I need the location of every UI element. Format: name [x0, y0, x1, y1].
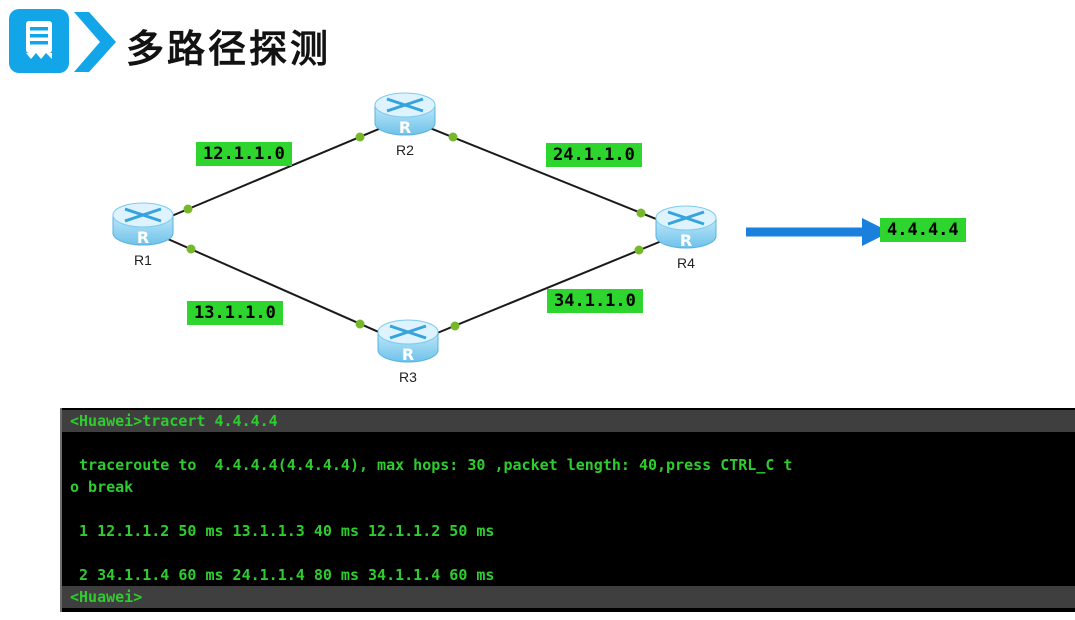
- traffic-arrow-head: [862, 218, 890, 246]
- terminal-line: [62, 498, 1075, 520]
- router-icon: R: [655, 205, 717, 250]
- router-icon: R: [377, 319, 439, 364]
- page-title: 多路径探测: [126, 27, 332, 71]
- interface-dot: [634, 245, 644, 255]
- terminal-line: <Huawei>tracert 4.4.4.4: [62, 410, 1075, 432]
- router-r1[interactable]: R R1: [108, 200, 178, 268]
- router-icon: R: [374, 92, 436, 137]
- terminal-line: [62, 542, 1075, 564]
- subnet-label-12-1-1-0: 12.1.1.0: [196, 142, 292, 166]
- interface-dot: [450, 321, 460, 331]
- interface-dot: [448, 132, 458, 142]
- router-r4[interactable]: R R4: [651, 203, 721, 271]
- svg-text:R: R: [402, 345, 414, 364]
- subnet-label-34-1-1-0: 34.1.1.0: [547, 289, 643, 313]
- chevron-decoration-icon: [74, 12, 116, 72]
- subnet-label-13-1-1-0: 13.1.1.0: [187, 301, 283, 325]
- link-r3-r4: [407, 230, 687, 346]
- router-icon: R: [112, 202, 174, 247]
- terminal-line: [62, 432, 1075, 454]
- link-r1-r3: [142, 227, 409, 346]
- router-label: R2: [396, 142, 414, 158]
- interface-dot: [355, 319, 365, 329]
- document-icon: [9, 9, 69, 73]
- topology-links-layer: [142, 117, 890, 346]
- header: 多路径探测: [0, 0, 1075, 80]
- router-label: R1: [134, 252, 152, 268]
- svg-text:R: R: [680, 231, 692, 250]
- router-r2[interactable]: R R2: [370, 90, 440, 158]
- terminal-line: traceroute to 4.4.4.4(4.4.4.4), max hops…: [70, 456, 793, 474]
- terminal-line: <Huawei>: [62, 586, 1075, 608]
- subnet-label-24-1-1-0: 24.1.1.0: [546, 143, 642, 167]
- destination-label: 4.4.4.4: [880, 218, 966, 242]
- router-label: R4: [677, 255, 695, 271]
- svg-text:R: R: [137, 228, 149, 247]
- interface-dot: [186, 244, 196, 254]
- cli-terminal[interactable]: <Huawei>tracert 4.4.4.4 traceroute to 4.…: [60, 408, 1075, 612]
- interface-dot: [636, 208, 646, 218]
- interface-dot: [355, 132, 365, 142]
- terminal-line: 1 12.1.1.2 50 ms 13.1.1.3 40 ms 12.1.1.2…: [70, 522, 495, 540]
- svg-text:R: R: [399, 118, 411, 137]
- network-topology-diagram: R R2 R R1 R: [0, 78, 1075, 408]
- interface-dot: [183, 204, 193, 214]
- router-r3[interactable]: R R3: [373, 317, 443, 385]
- terminal-line: 2 34.1.1.4 60 ms 24.1.1.4 80 ms 34.1.1.4…: [70, 566, 495, 584]
- router-label: R3: [399, 369, 417, 385]
- link-r1-r2: [142, 117, 406, 229]
- terminal-line: o break: [70, 478, 134, 496]
